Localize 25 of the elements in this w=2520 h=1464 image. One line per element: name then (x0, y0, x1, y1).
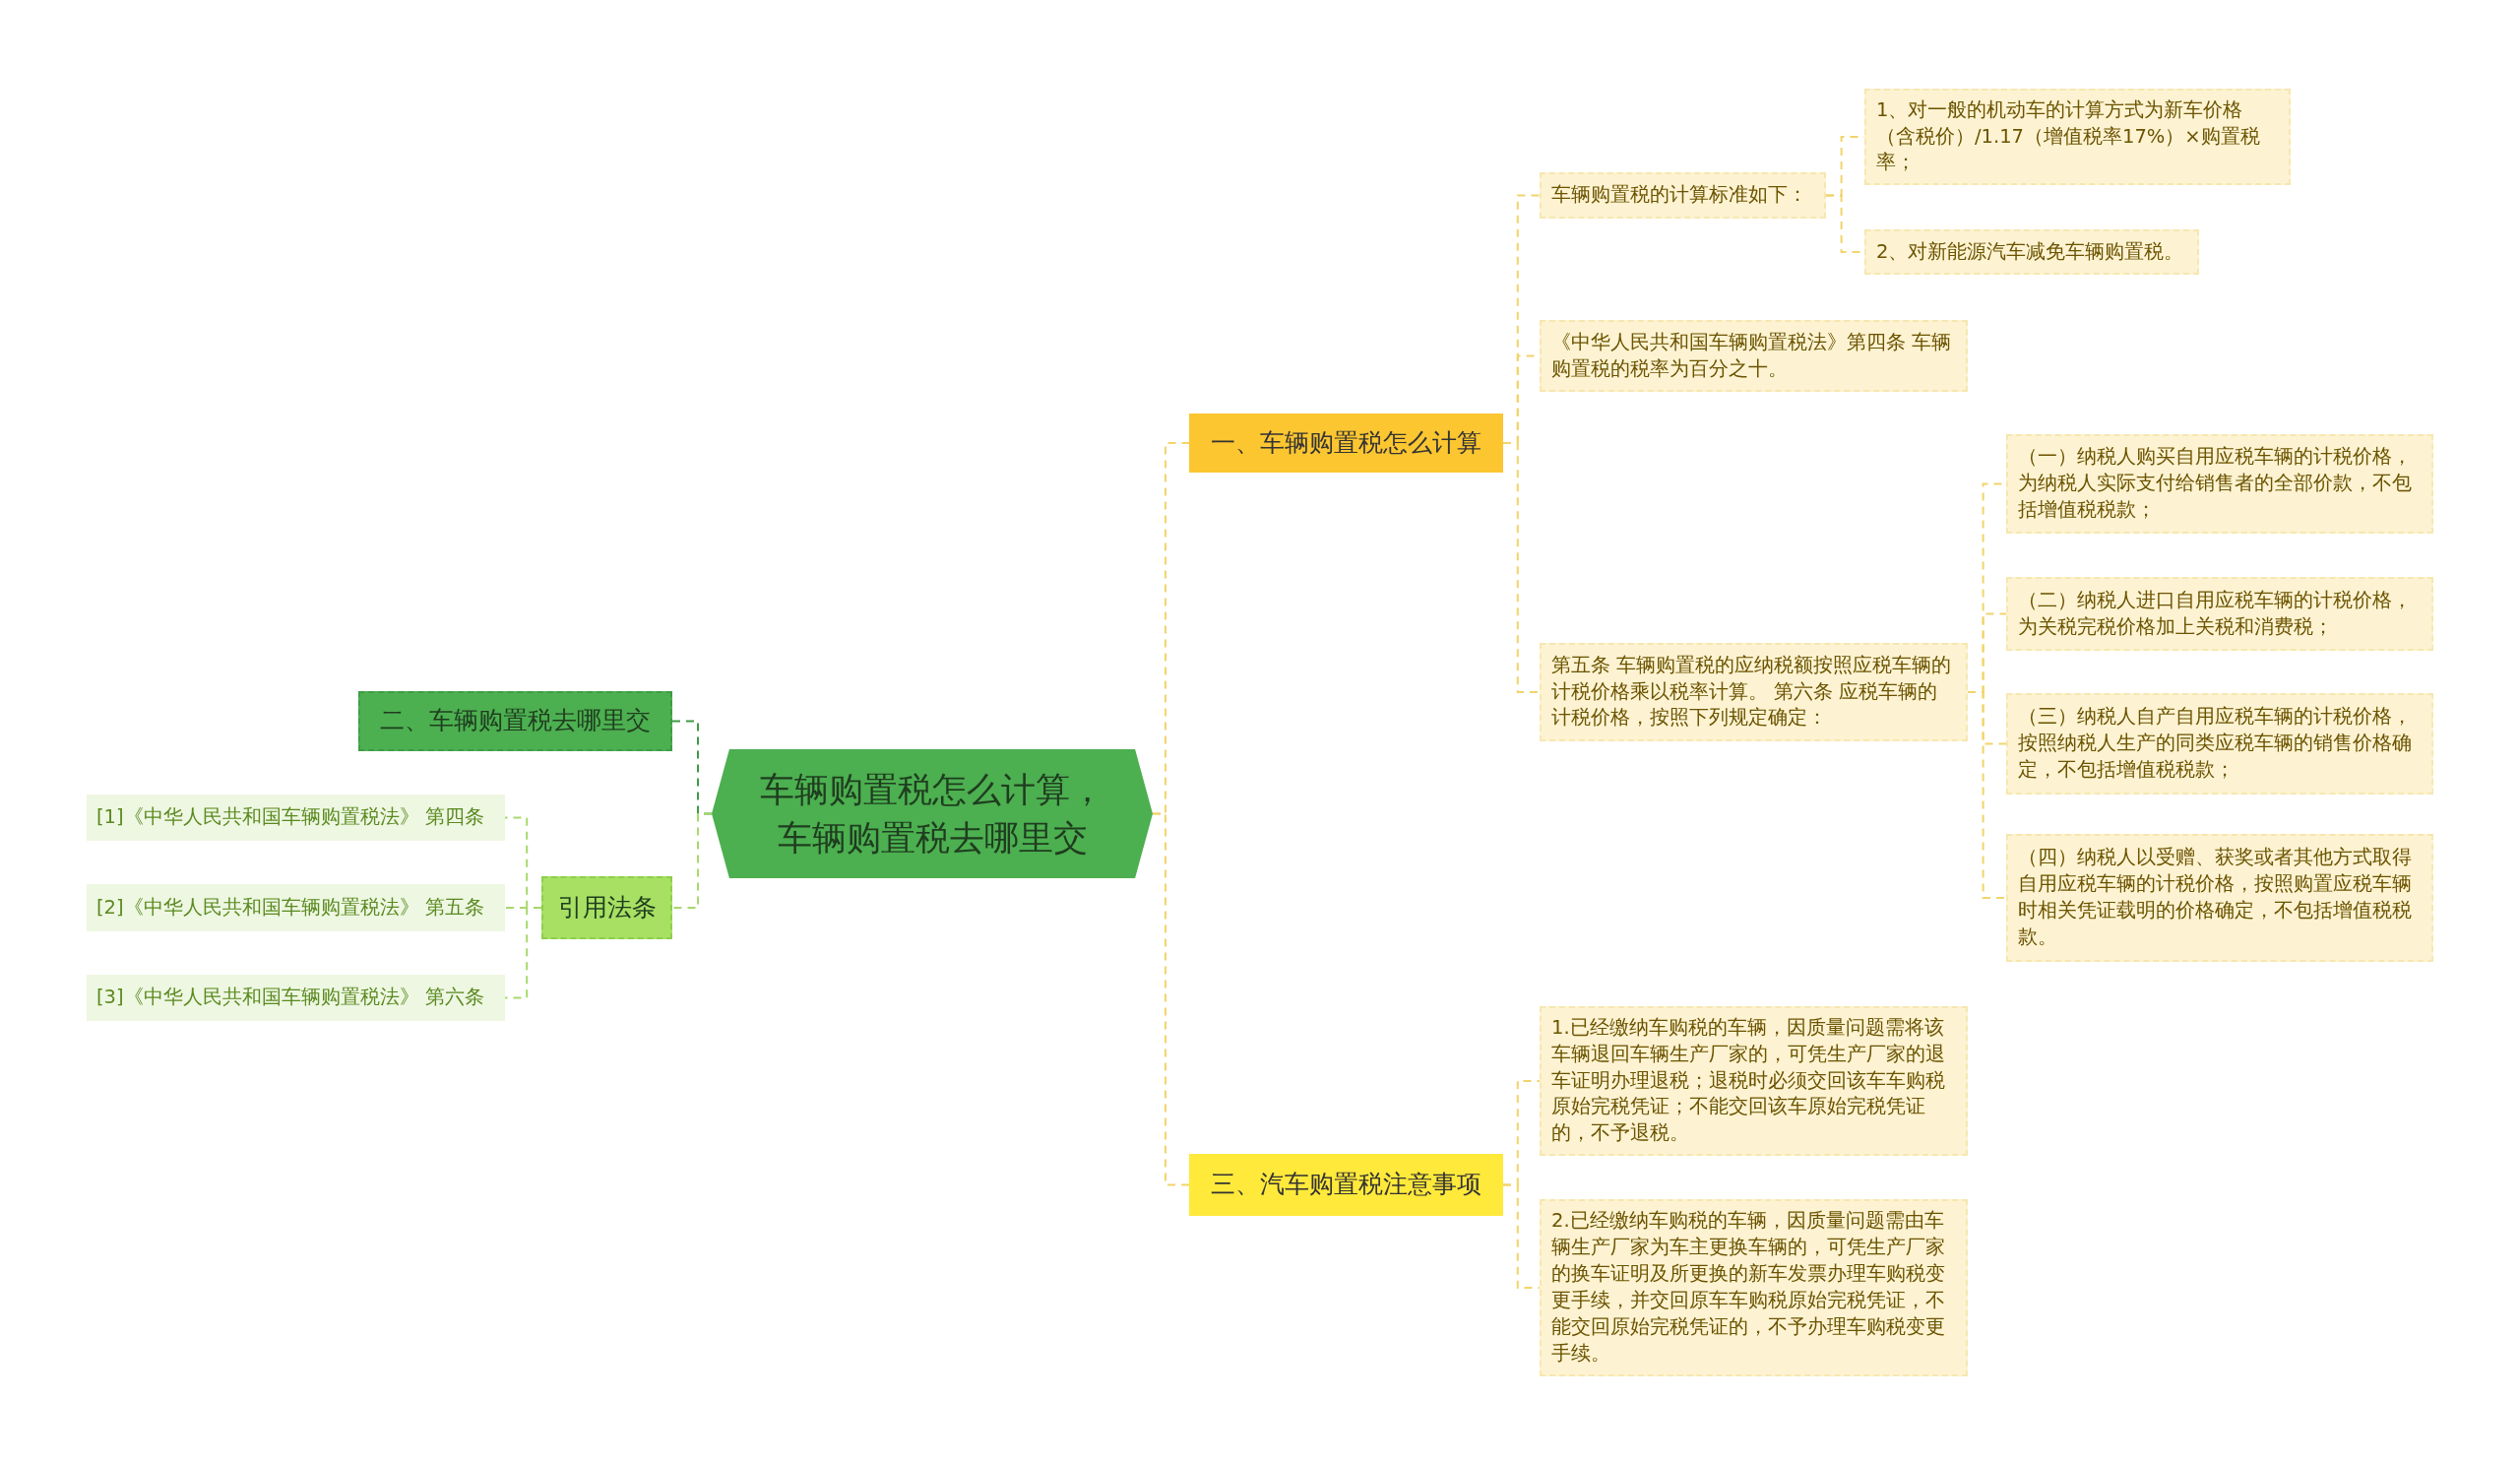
connector-line (504, 907, 542, 999)
subtopic-box: （三）纳税人自产自用应税车辆的计税价格，按照纳税人生产的同类应税车辆的销售价格确定，不包括增值税税款； (2006, 693, 2433, 795)
subtopic-box: 2.已经缴纳车购税的车辆，因质量问题需由车辆生产厂家为车主更换车辆的，可凭生产厂家的换车证明及所更换的新车发票办理车购税变更手续，并交回原车车购税原始完税凭证，不能交回原始完税凭证的，不予办理车购税变更手续。 (1540, 1199, 1968, 1376)
topic-box: 三、汽车购置税注意事项 (1189, 1154, 1503, 1216)
topic-box: 引用法条 (541, 876, 672, 939)
connector-line (671, 812, 713, 909)
subtopic-box: （四）纳税人以受赠、获奖或者其他方式取得自用应税车辆的计税价格，按照购置应税车辆时相关凭证载明的价格确定，不包括增值税税款。 (2006, 834, 2433, 962)
subtopic-box: 2、对新能源汽车减免车辆购置税。 (1864, 229, 2199, 275)
subtopic-box: 第五条 车辆购置税的应纳税额按照应税车辆的计税价格乘以税率计算。 第六条 应税车辆的计税价格，按照下列规定确定： (1540, 643, 1968, 741)
connector-line (1502, 1183, 1541, 1289)
citation-box: [2]《中华人民共和国车辆购置税法》 第五条 (87, 884, 505, 931)
subtopic-box: 1、对一般的机动车的计算方式为新车价格（含税价）/1.17（增值税率17%）×购置税率； (1864, 89, 2291, 185)
subtopic-box: （一）纳税人购买自用应税车辆的计税价格，为纳税人实际支付给销售者的全部价款，不包括增值税税款； (2006, 434, 2433, 534)
central-topic: 车辆购置税怎么计算，车辆购置税去哪里交 (712, 749, 1153, 878)
connector-line (1967, 691, 2007, 899)
topic-box: 一、车辆购置税怎么计算 (1189, 414, 1503, 473)
connector-line (1152, 812, 1190, 1186)
citation-box: [3]《中华人民共和国车辆购置税法》 第六条 (87, 975, 505, 1021)
connector-line (1502, 442, 1541, 693)
citation-box: [1]《中华人民共和国车辆购置税法》 第四条 (87, 795, 505, 841)
subtopic-box: 车辆购置税的计算标准如下： (1540, 172, 1826, 219)
subtopic-box: （二）纳税人进口自用应税车辆的计税价格，为关税完税价格加上关税和消费税； (2006, 577, 2433, 651)
subtopic-box: 《中华人民共和国车辆购置税法》第四条 车辆购置税的税率为百分之十。 (1540, 320, 1968, 392)
subtopic-box: 1.已经缴纳车购税的车辆，因质量问题需将该车辆退回车辆生产厂家的，可凭生产厂家的退车证明办理退税；退税时必须交回该车车购税原始完税凭证；不能交回该车原始完税凭证的，不予退税。 (1540, 1006, 1968, 1156)
topic-box: 二、车辆购置税去哪里交 (358, 691, 672, 751)
